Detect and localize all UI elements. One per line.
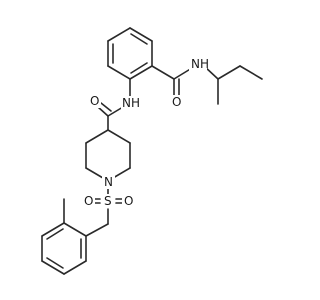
bond-ring2-inner-c	[46, 228, 64, 240]
bond-sbutyl-2	[239, 65, 263, 80]
bond-ch2-ring2	[85, 223, 109, 237]
bond-nh-carbonyl-mid	[107, 106, 124, 117]
bond-carbonyl-mid-o1	[97, 106, 109, 117]
bond-ring1-inner-b	[130, 62, 148, 74]
atom-bg	[102, 175, 115, 189]
atom-bg	[82, 194, 95, 208]
atom-label-h-amide-mid: H	[131, 96, 140, 110]
atom-bg	[170, 95, 183, 109]
bond-ring1-3	[129, 65, 153, 80]
bond-ring2-6	[63, 222, 87, 237]
bonds	[41, 27, 263, 275]
bond-carbonyl-mid-o2	[100, 102, 112, 112]
atom-label-o-sulfonyl-right: O	[124, 194, 133, 208]
atom-label-s-sulfonyl: S	[104, 194, 112, 208]
bond-ring1-inner-a	[130, 33, 148, 45]
atom-bg	[102, 194, 115, 208]
atom-label-o-amide-mid: O	[90, 94, 99, 108]
atom-label-n-amide-mid: N	[122, 96, 131, 110]
bond-ring2-inner-b	[46, 257, 64, 269]
bond-pip-3	[112, 167, 131, 179]
bond-ring2-3	[41, 260, 65, 275]
bond-ring1-4	[107, 65, 131, 80]
atom-bg	[88, 94, 101, 108]
bond-pip-1	[107, 129, 131, 144]
molecule-structure-diagram: N H O O N H N S O O	[41, 27, 263, 275]
atom-label-h-amide-top: H	[200, 57, 209, 71]
bond-ring2-5	[41, 222, 65, 237]
bond-ring1-6	[107, 27, 131, 42]
atom-labels: N H O O N H N S O O	[82, 57, 209, 208]
atom-label-n-piperidine: N	[104, 175, 113, 189]
atom-label-o-amide-top: O	[172, 95, 181, 109]
bond-sbutyl-1	[217, 65, 241, 80]
bond-ring1-1	[129, 27, 153, 42]
atom-label-o-sulfonyl-left: O	[84, 194, 93, 208]
atom-bg	[121, 96, 139, 110]
bond-pip-6	[85, 129, 109, 144]
bond-ring1-carbonyl	[151, 65, 175, 80]
atom-label-n-amide-top: N	[191, 57, 200, 71]
bond-ring2-2	[63, 260, 87, 275]
atom-bg	[189, 57, 207, 71]
bond-pip-4	[85, 167, 104, 179]
atom-bg	[122, 194, 135, 208]
